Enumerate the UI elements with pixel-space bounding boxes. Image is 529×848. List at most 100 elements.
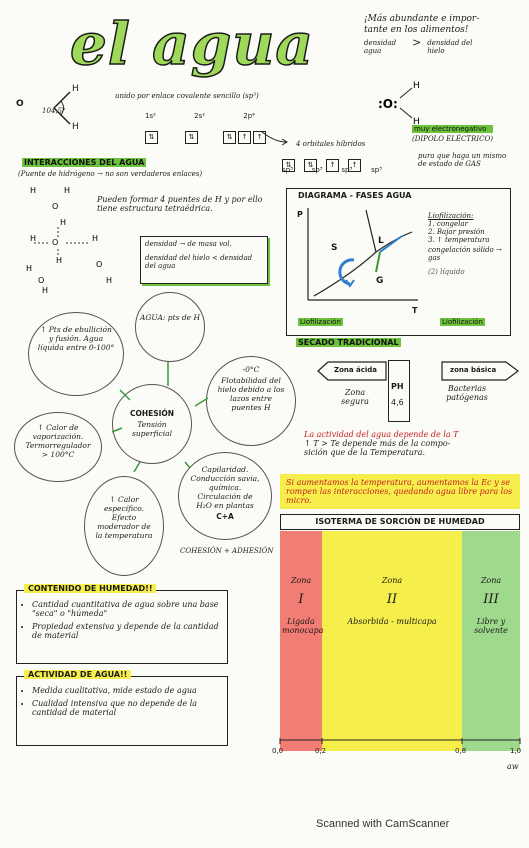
orbital-box: ↑: [253, 131, 267, 144]
svg-text::O:: :O:: [378, 97, 398, 111]
svg-text:O: O: [38, 276, 44, 285]
bubble-center: COHESIÓN Tensión superficial: [112, 384, 192, 464]
legend-item-1: 1. congelar: [428, 220, 468, 228]
hybrid-orbital-boxes: ⇅⇅↑↑: [282, 152, 363, 172]
interactions-heading: INTERACCIONES DEL AGUA: [22, 158, 147, 167]
hybrid-box: ↑: [348, 159, 361, 172]
orbital-labels: 1s² 2s² 2p⁴: [145, 112, 255, 120]
greater-than: >: [412, 36, 422, 49]
svg-text:H: H: [106, 276, 112, 285]
orbital-box: ↑: [238, 131, 252, 144]
zone-1-title: Zona: [290, 576, 312, 585]
svg-text:H: H: [64, 186, 70, 195]
svg-text:H: H: [30, 234, 36, 243]
abundance-line-1: ¡Más abundante e impor-: [364, 14, 480, 24]
tick-0: 0,0: [272, 747, 284, 755]
pathogen-bacteria-text: Bacterias patógenas: [446, 384, 488, 402]
traditional-drying-text: SECADO TRADICIONAL: [296, 338, 401, 347]
zone-2-text: Absorbida - multicapa: [347, 617, 437, 626]
orbital-2s: 2s²: [194, 112, 206, 120]
bubble-left-top: ↑ Pts de ebullición y fusión. Agua líqui…: [28, 312, 124, 396]
solid-region-label: S: [331, 243, 338, 253]
safe-zone-text: Zona segura: [341, 388, 369, 406]
moisture-notes: Cantidad cuantitativa de agua sobre una …: [22, 600, 222, 640]
pressure-axis-label: P: [297, 210, 303, 219]
bubble-left-mid-text: ↑ Calor de vaporización. Termorregulador…: [25, 423, 91, 459]
zone-3-text: Libre y solvente: [474, 617, 508, 635]
tetrahedral-note: Pueden formar 4 puentes de H y por ello …: [97, 195, 263, 213]
orbital-box: ⇅: [145, 131, 158, 144]
hybrid-box: ⇅: [304, 159, 317, 172]
oxygen-atom: O: [16, 99, 24, 109]
ph-column: [388, 360, 410, 422]
zone-3-label: Zona III Libre y solvente: [464, 576, 518, 635]
density-water: densidad agua: [364, 39, 397, 55]
water-activity-heading: ACTIVIDAD DE AGUA!!: [24, 670, 132, 679]
bubble-bottom: ↑ Calor específico. Efecto moderador de …: [84, 476, 164, 576]
traditional-drying-label: SECADO TRADICIONAL: [296, 338, 401, 347]
density-mass-note: densidad → de masa vol.: [145, 240, 232, 248]
zone-3-title: Zona: [480, 576, 502, 585]
dipole-label: (DIPOLO ELÉCTRICO): [412, 135, 493, 143]
zone-1-number: I: [298, 592, 304, 607]
bubble-connectors: [111, 362, 209, 473]
svg-text:H: H: [30, 186, 36, 195]
dipole-labels: muy electronegativo (DIPOLO ELÉCTRICO): [412, 125, 493, 143]
sp3-label: sp³: [371, 166, 382, 174]
sp3-label: sp³: [311, 166, 323, 174]
lyophilization-text-left: Liofilización: [298, 318, 343, 326]
phase-diagram-box: [286, 188, 511, 336]
temperature-note: Si aumentamos la temperatura, aumentamos…: [280, 474, 520, 509]
ph-arrows: [317, 361, 519, 381]
moisture-note-1: Cantidad cuantitativa de agua sobre una …: [32, 600, 222, 618]
activity-note-line-3: sición que de la Temperatura.: [304, 448, 426, 457]
zone-1-text: Ligada monocapa: [282, 617, 324, 635]
page-title: el agua: [69, 9, 315, 79]
interactions-subtitle: (Puente de hidrógeno → no son verdaderos…: [18, 170, 203, 178]
orbital-2p: 2p⁴: [243, 112, 255, 120]
svg-text:H: H: [92, 234, 98, 243]
sp3-labels: sp³ sp³ sp³ sp³: [282, 166, 382, 174]
liquid-dots-note: (2) líquido: [428, 268, 465, 276]
svg-text:H: H: [413, 117, 420, 127]
svg-text:O: O: [52, 202, 58, 211]
bubble-left-top-text: ↑ Pts de ebullición y fusión. Agua líqui…: [37, 325, 115, 352]
legend-item-2: 2. Bajar presión: [428, 228, 485, 236]
scanner-watermark: Scanned with CamScanner: [316, 818, 450, 830]
arrow-to-hybrids-icon: [261, 131, 288, 146]
zone-1-label: Zona I Ligada monocapa: [282, 576, 324, 635]
density-comparison: densidad agua > densidad del hielo: [364, 36, 524, 55]
water-activity-note-2: Cualidad intensiva que no depende de la …: [32, 699, 222, 717]
bubble-right-top-text: Flotabilidad del hielo debido a los lazo…: [217, 376, 285, 412]
activity-note-line-1: La actividad del agua depende de la T: [304, 430, 459, 439]
bubble-bottom-text: ↑ Calor específico. Efecto moderador de …: [95, 495, 153, 540]
zone-2-label: Zona II Absorbida - multicapa: [325, 576, 459, 626]
bubble-right-mid: Capilaridad. Conducción savia, química. …: [178, 452, 272, 540]
tick-3: 1,0: [510, 747, 522, 755]
svg-text:O: O: [52, 238, 58, 247]
temperature-axis-label: T: [412, 306, 418, 315]
gas-region-label: G: [376, 276, 384, 286]
svg-text:H: H: [60, 218, 66, 227]
interactions-heading-text: INTERACCIONES DEL AGUA: [22, 158, 147, 167]
orbital-box: ⇅: [223, 131, 237, 144]
lyophilization-legend: Liofilización: 1. congelar 2. Bajar pres…: [428, 212, 508, 276]
basic-zone-label: zona básica: [450, 366, 497, 374]
svg-text:H: H: [42, 286, 48, 293]
tick-2: 0,8: [455, 747, 467, 755]
zone-2-title: Zona: [381, 576, 403, 585]
legend-title: Liofilización:: [428, 212, 474, 220]
bubble-center-sub: Tensión superficial: [132, 420, 172, 438]
moisture-note-2: Propiedad extensiva y depende de la cant…: [32, 622, 222, 640]
pure-gas-note: pura que haga un mismo de estado de GAS: [418, 152, 507, 168]
sublimation-note: congelación sólido → gas: [428, 246, 502, 262]
density-compare-note: densidad del hielo < densidad del agua: [145, 254, 253, 270]
bubble-left-mid: ↑ Calor de vaporización. Termorregulador…: [14, 412, 102, 482]
isotherm-zone-3: [462, 531, 520, 751]
activity-note-line-2: ↑ T > Te depende más de la compo-: [304, 439, 451, 448]
ph-value: 4,6: [391, 398, 404, 407]
svg-text:H: H: [56, 256, 62, 265]
hybrid-box: ↑: [326, 159, 339, 172]
svg-text:O: O: [96, 260, 102, 269]
